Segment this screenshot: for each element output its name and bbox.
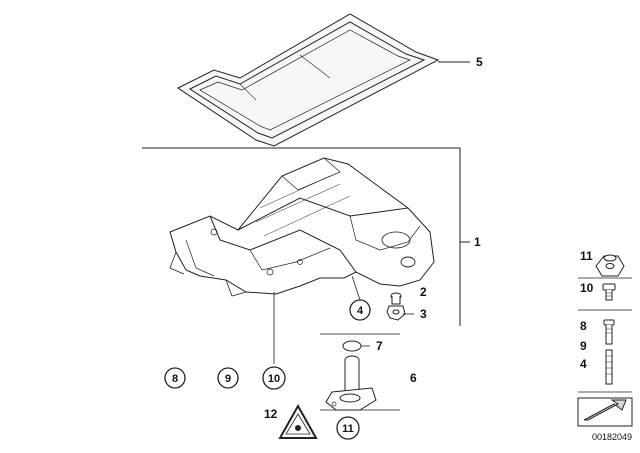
callout-10: 10 <box>262 366 286 390</box>
legend-number-9: 9 <box>580 339 587 353</box>
callout-9: 9 <box>217 367 239 389</box>
svg-text:10: 10 <box>268 373 280 385</box>
svg-text:4: 4 <box>357 305 364 317</box>
legend-number-11: 11 <box>580 249 593 263</box>
gasket-plate-part <box>177 13 440 147</box>
stud-4-part <box>605 349 613 385</box>
image-code: 00182049 <box>592 432 632 442</box>
legend-number-4: 4 <box>580 357 587 371</box>
svg-text:8: 8 <box>172 373 178 385</box>
callout-11: 11 <box>336 416 360 440</box>
callout-1: 1 <box>474 235 481 249</box>
nut-part <box>595 254 625 277</box>
oil-pickup-part <box>325 340 377 411</box>
arrow-icon <box>577 397 633 427</box>
callout-4: 4 <box>349 299 371 321</box>
assembly-bracket-1 <box>142 147 470 326</box>
bolt-10-part <box>602 283 616 301</box>
oil-pan-part <box>169 157 435 297</box>
callout-12: 12 <box>264 407 278 421</box>
callout-7: 7 <box>376 339 383 353</box>
callout-8: 8 <box>164 367 186 389</box>
legend-number-10: 10 <box>580 281 594 295</box>
svg-text:11: 11 <box>342 423 354 435</box>
callout-2: 2 <box>420 285 427 299</box>
callout-5: 5 <box>476 55 483 69</box>
leader-line-4 <box>351 275 361 301</box>
callout-3: 3 <box>420 307 427 321</box>
legend-number-8: 8 <box>580 319 587 333</box>
svg-text:9: 9 <box>225 373 231 385</box>
callout-6: 6 <box>410 371 417 385</box>
drain-plug-part <box>386 292 406 321</box>
warning-triangle-icon <box>278 403 318 439</box>
bolt-8-part <box>603 319 615 345</box>
